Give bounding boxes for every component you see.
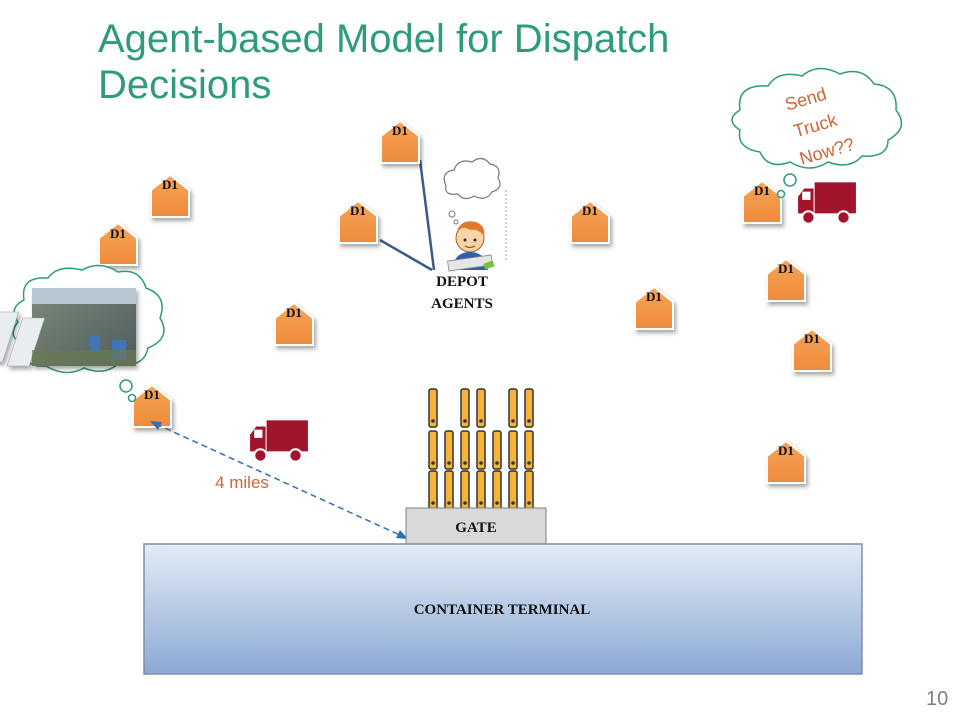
depot-label: D1 <box>804 331 820 346</box>
depot-house-icon[interactable]: D1 <box>742 180 782 224</box>
distance-label: 4 miles <box>215 473 269 492</box>
container-icon <box>460 388 470 428</box>
container-icon <box>508 430 518 470</box>
depot-label: D1 <box>778 261 794 276</box>
container-icon <box>492 430 502 470</box>
container-icon <box>476 470 486 510</box>
depot-house-icon[interactable]: D1 <box>766 258 806 302</box>
slide-title: Agent-based Model for Dispatch Decisions <box>98 17 670 107</box>
depots: D1 D1 D1 D1 D1 D1 D1 D1 <box>98 120 832 484</box>
child-thinking-icon <box>443 157 507 272</box>
container-icon <box>444 470 454 510</box>
agents-label-line2: AGENTS <box>431 296 493 312</box>
page-number: 10 <box>926 688 949 710</box>
container-icon <box>524 470 534 510</box>
depot-label: D1 <box>144 387 160 402</box>
depot-house-icon[interactable]: D1 <box>132 384 172 428</box>
depot-house-icon[interactable]: D1 <box>792 328 832 372</box>
depot-label: D1 <box>646 289 662 304</box>
container-icon <box>460 470 470 510</box>
container-icon <box>428 470 438 510</box>
depot-house-icon[interactable]: D1 <box>338 200 378 244</box>
container-icon <box>428 430 438 470</box>
depot-house-icon[interactable]: D1 <box>150 174 190 218</box>
agent-links <box>379 159 436 272</box>
depot-house-icon[interactable]: D1 <box>274 302 314 346</box>
truck-icon[interactable] <box>797 181 857 225</box>
gate-label: GATE <box>455 520 496 536</box>
send-truck-thought-bubble: Send Truck Now?? <box>731 67 903 199</box>
depot-label: D1 <box>350 203 366 218</box>
depot-house-icon[interactable]: D1 <box>98 222 138 266</box>
depot-label: D1 <box>392 123 408 138</box>
depot-label: D1 <box>582 203 598 218</box>
truck-icon[interactable] <box>249 419 309 463</box>
depot-label: D1 <box>110 226 126 241</box>
agents-label-line1: DEPOT <box>436 274 488 290</box>
container-icon <box>524 388 534 428</box>
truck-queue-photo <box>0 288 136 367</box>
container-icon <box>508 470 518 510</box>
container-icon <box>460 430 470 470</box>
depot-label: D1 <box>778 443 794 458</box>
container-icon <box>508 388 518 428</box>
depot-house-icon[interactable]: D1 <box>570 200 610 244</box>
terminal-label: CONTAINER TERMINAL <box>414 602 591 618</box>
container-icon <box>476 430 486 470</box>
container-icon <box>444 430 454 470</box>
depot-label: D1 <box>754 183 770 198</box>
distance-arrow <box>150 421 408 539</box>
container-icon <box>492 470 502 510</box>
container-icon <box>524 430 534 470</box>
depot-house-icon[interactable]: D1 <box>766 440 806 484</box>
gate: GATE <box>405 507 547 545</box>
congestion-thought-bubble <box>0 264 165 403</box>
depot-label: D1 <box>286 305 302 320</box>
depot-house-icon[interactable]: D1 <box>380 120 420 164</box>
container-queue <box>428 388 534 510</box>
container-terminal: CONTAINER TERMINAL <box>143 543 863 675</box>
container-icon <box>428 388 438 428</box>
depot-label: D1 <box>162 177 178 192</box>
depot-house-icon[interactable]: D1 <box>634 286 674 330</box>
container-icon <box>476 388 486 428</box>
